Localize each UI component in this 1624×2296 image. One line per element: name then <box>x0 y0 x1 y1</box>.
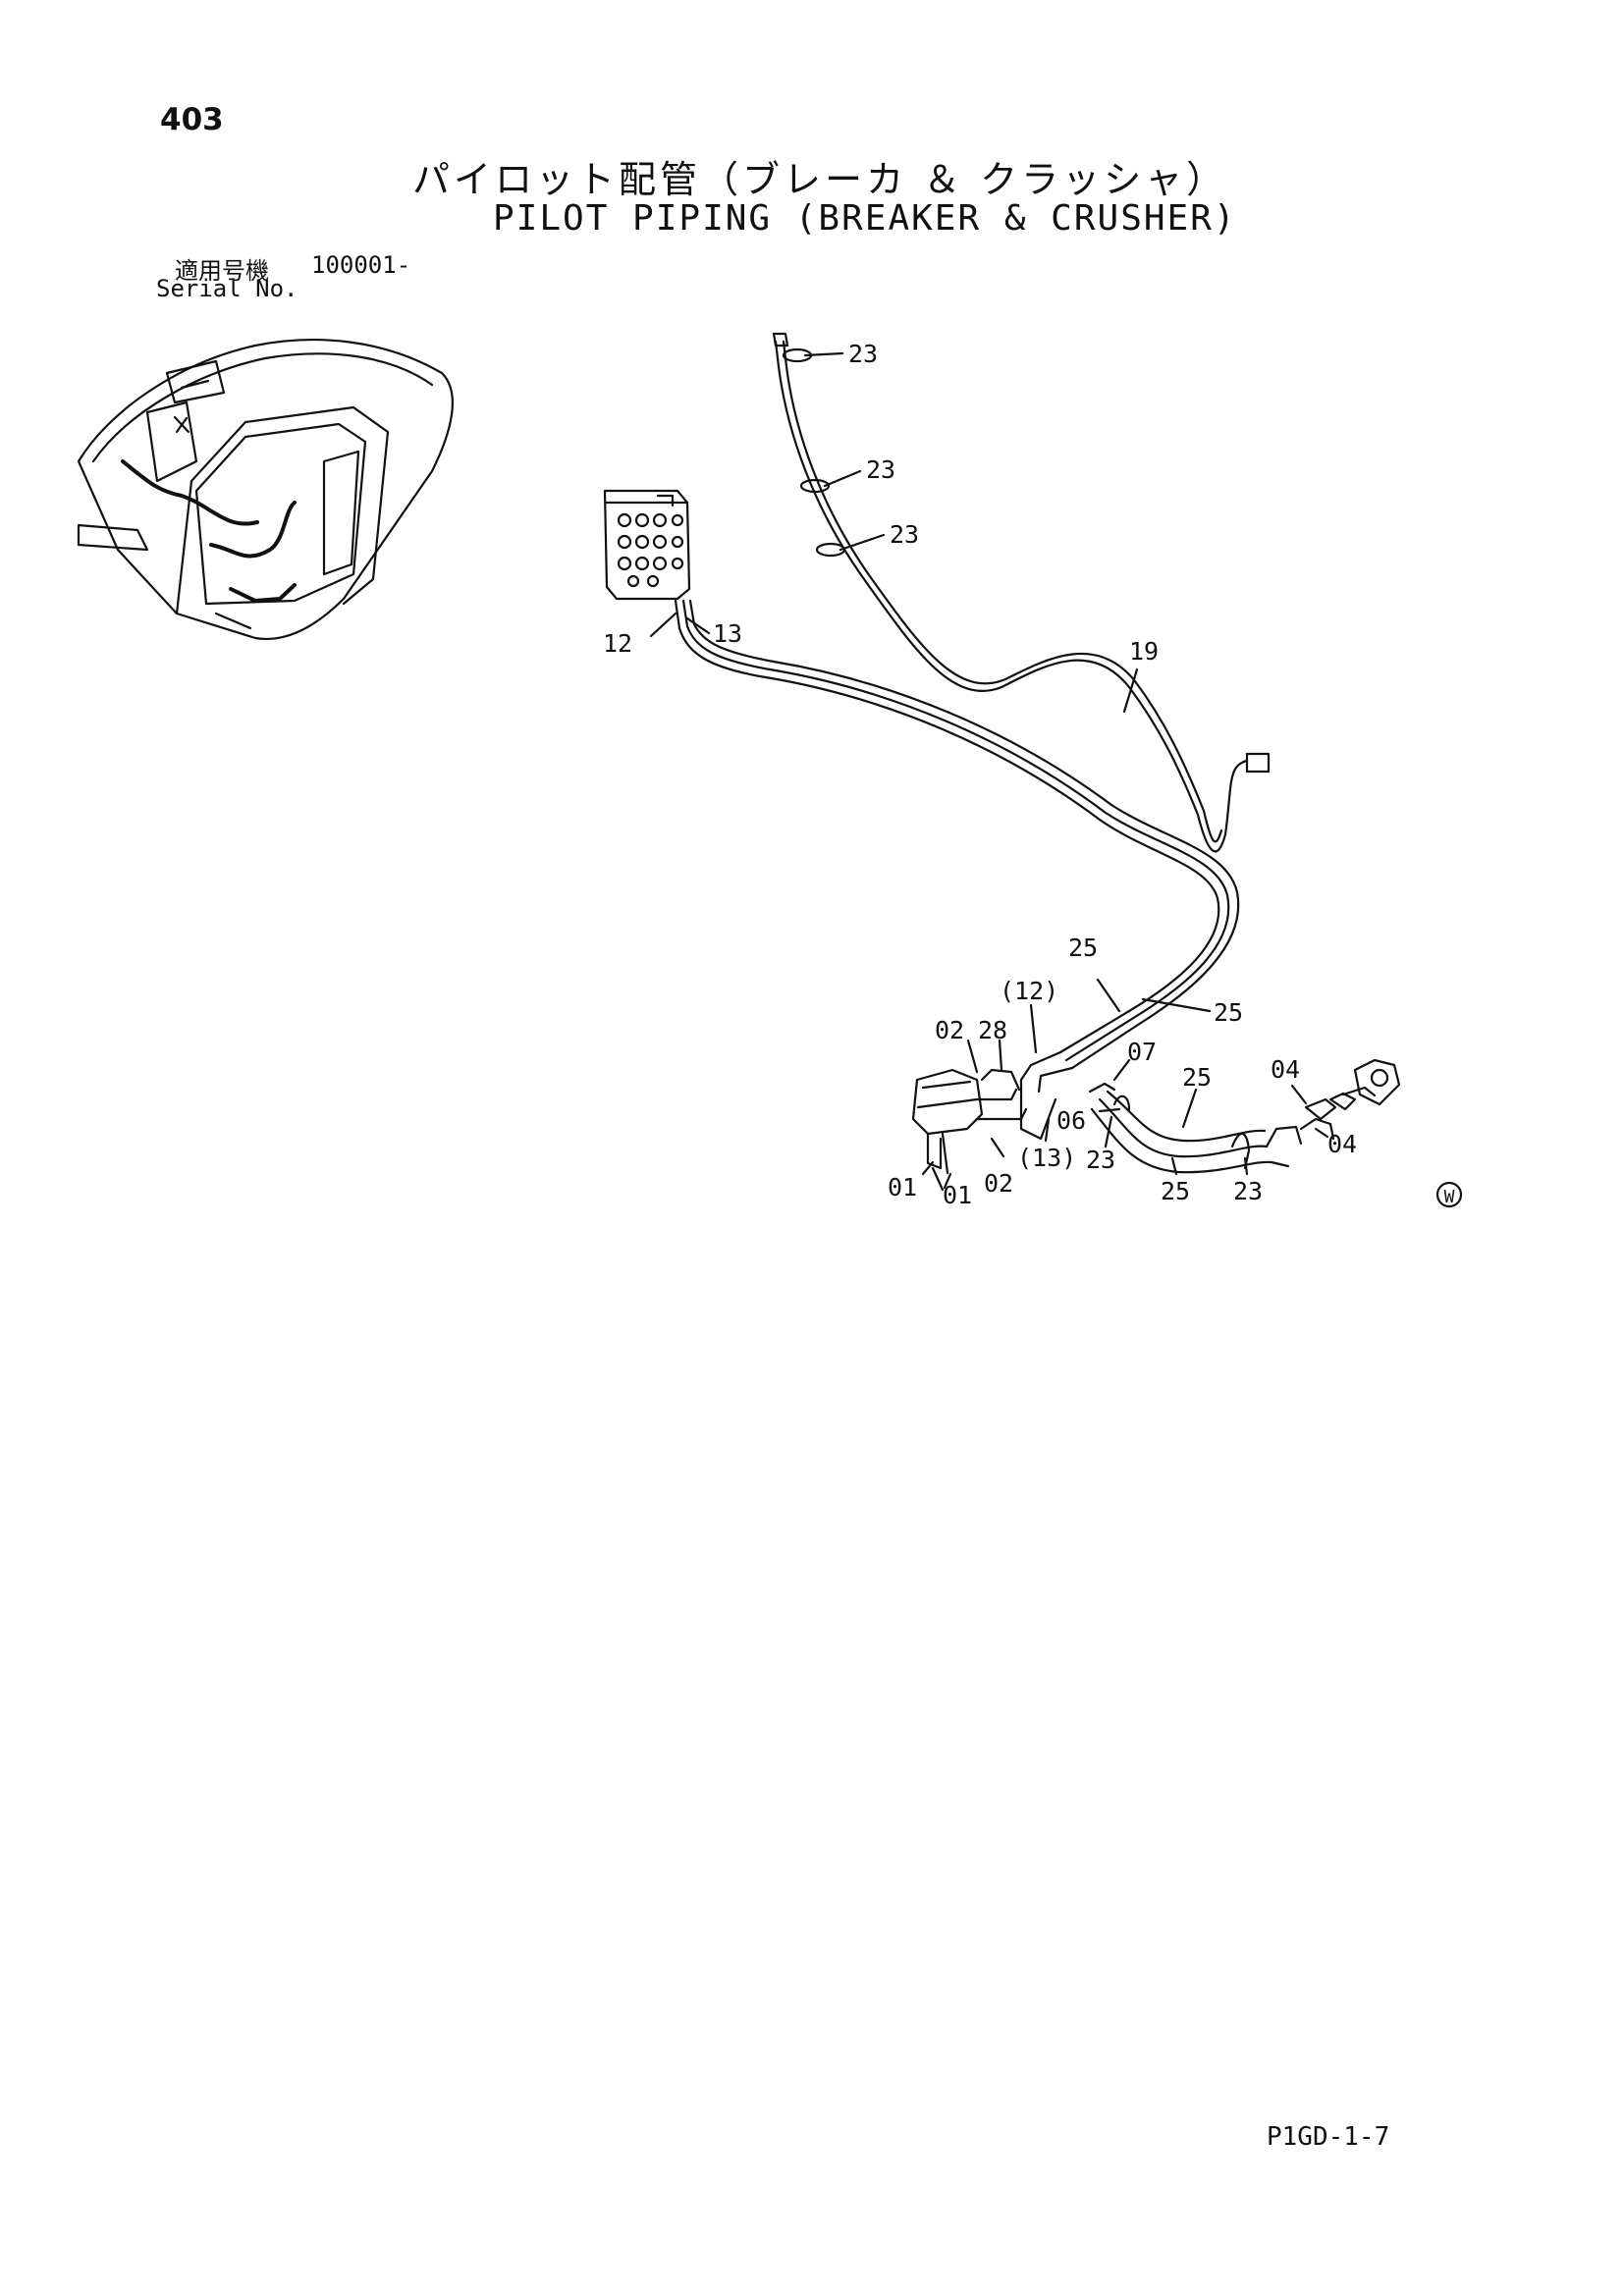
harness-clips <box>782 347 846 558</box>
pilot-hose-pair <box>674 599 1240 1094</box>
callout-12: 12 <box>603 629 632 658</box>
callout-02-upper: 02 <box>935 1016 964 1044</box>
callout-06: 06 <box>1056 1106 1086 1135</box>
serial-number-value: 100001- <box>311 251 411 279</box>
lower-hose-assembly <box>1088 1058 1401 1174</box>
w-mark: W <box>1435 1181 1463 1208</box>
callout-04-upper: 04 <box>1271 1055 1300 1084</box>
callout-labels: 23 23 23 12 13 19 25 (12) 25 02 28 07 25… <box>603 340 1357 1209</box>
callout-28: 28 <box>978 1016 1007 1044</box>
serial-label-japanese: 適用号機 <box>175 257 269 285</box>
callout-01-left: 01 <box>888 1173 917 1201</box>
callout-leaders <box>649 351 1329 1190</box>
callout-12-paren: (12) <box>1000 977 1058 1005</box>
callout-04-lower: 04 <box>1327 1130 1357 1158</box>
callout-25-middle: 25 <box>1182 1063 1212 1092</box>
wire-harness <box>772 332 1271 853</box>
serial-label-english: Serial No. <box>156 275 298 302</box>
callout-07: 07 <box>1127 1038 1157 1066</box>
callout-23-top: 23 <box>848 340 878 368</box>
callout-01-right: 01 <box>943 1181 972 1209</box>
title-english: PILOT PIPING (BREAKER & CRUSHER) <box>493 198 1237 239</box>
callout-23-lower: 23 <box>890 520 919 549</box>
callout-13-paren: (13) <box>1017 1144 1076 1172</box>
page-number: 403 <box>160 102 224 137</box>
callout-25-upper: 25 <box>1068 934 1098 962</box>
callout-23-middle: 23 <box>866 455 895 484</box>
drawing-code: P1GD-1-7 <box>1267 2122 1390 2152</box>
callout-02-lower: 02 <box>984 1169 1013 1198</box>
callout-23-right: 23 <box>1233 1177 1263 1205</box>
callout-25-lower: 25 <box>1161 1177 1190 1205</box>
callout-19: 19 <box>1129 637 1159 666</box>
w-mark-label: W <box>1444 1187 1455 1207</box>
callout-23-left: 23 <box>1086 1146 1115 1174</box>
callout-25-right: 25 <box>1214 998 1243 1027</box>
pilot-valve-block <box>603 489 691 601</box>
excavator-cab-illustration <box>77 339 454 640</box>
callout-13: 13 <box>713 619 742 648</box>
title-japanese: パイロット配管（ブレーカ ＆ クラッシャ） <box>412 158 1228 201</box>
